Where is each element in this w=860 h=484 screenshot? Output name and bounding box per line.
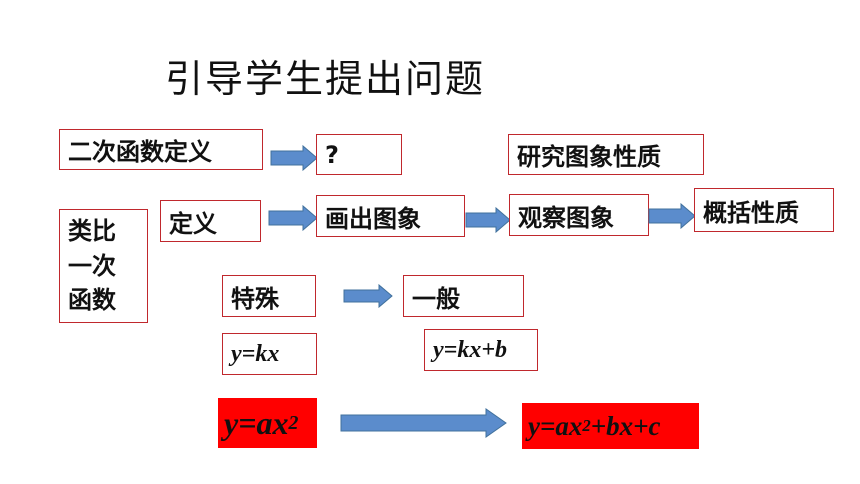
analogy-line-1: 类比 [68,216,116,245]
special-box: 特殊 [222,275,316,317]
linear-special-formula: y=kx [222,333,317,375]
question-box: ? [316,134,402,175]
quadratic-definition-box: 二次函数定义 [59,129,263,170]
arrow-right-icon [268,205,318,231]
study-properties-box: 研究图象性质 [508,134,704,175]
page-title: 引导学生提出问题 [165,57,486,101]
formula-base: y=ax [528,410,583,441]
general-box: 一般 [403,275,524,317]
arrow-right-icon [648,203,696,229]
arrow-right-icon [270,145,318,171]
draw-graph-box: 画出图象 [316,195,465,237]
arrow-right-icon [465,207,511,233]
observe-graph-box: 观察图象 [509,194,649,236]
formula-rest: +bx+c [590,410,661,441]
analogy-line-3: 函数 [68,286,116,315]
definition-box: 定义 [160,200,261,242]
analogy-linear-function-box: 类比 一次 函数 [59,209,148,323]
formula-base: y=ax [224,404,289,441]
arrow-right-icon [343,284,393,308]
summarize-properties-box: 概括性质 [694,188,834,232]
arrow-right-icon [340,408,507,438]
linear-general-formula: y=kx+b [424,329,538,371]
analogy-line-2: 一次 [68,251,116,280]
